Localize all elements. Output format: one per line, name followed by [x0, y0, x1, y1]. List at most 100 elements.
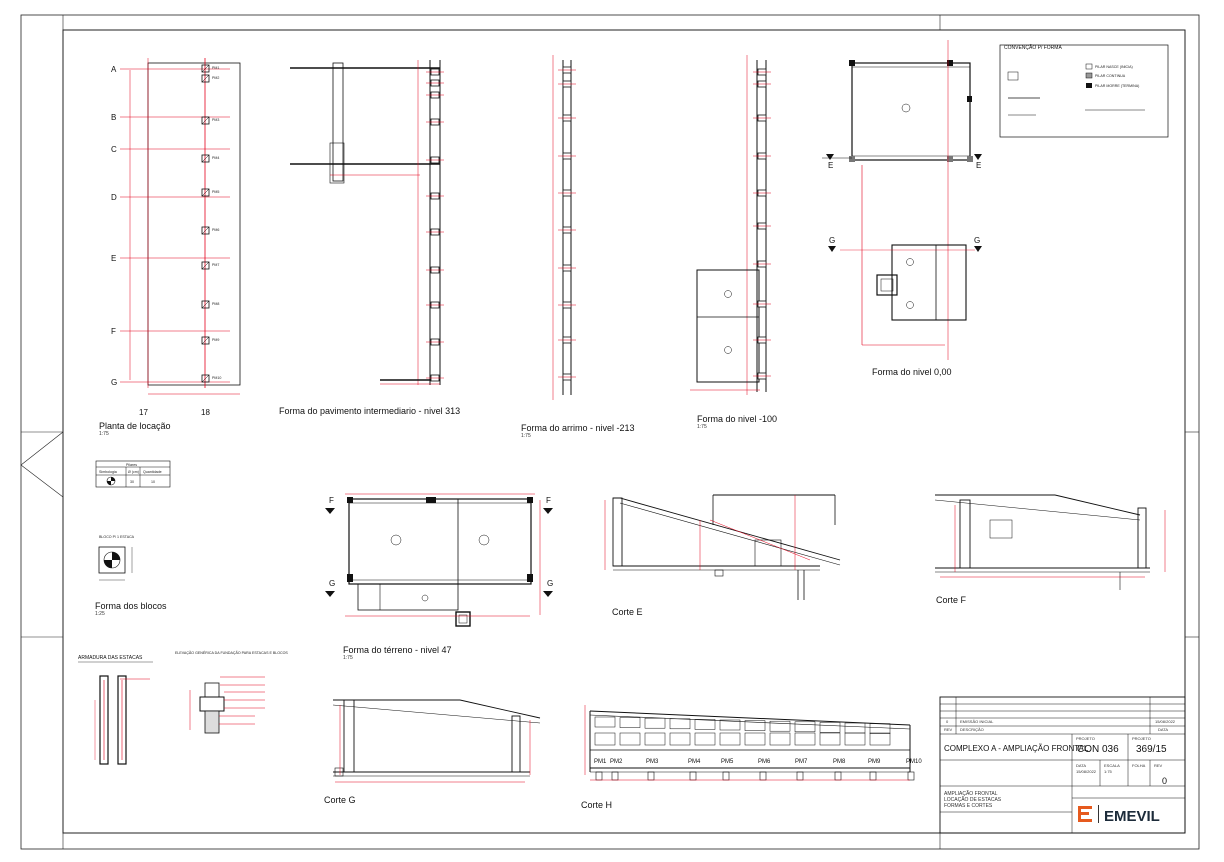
corteh-pile-label: PM5 — [721, 759, 734, 765]
armadura-title: ARMADURA DAS ESTACAS — [78, 655, 143, 661]
tb-rev-header-desc: DESCRIÇÃO — [960, 727, 984, 732]
grid-row-d: D — [111, 193, 117, 202]
section-f-right: F — [546, 496, 551, 505]
pile-label: PM9 — [212, 338, 219, 342]
corteh-pile-label: PM9 — [868, 759, 881, 765]
pillar-marker — [753, 68, 771, 76]
pillar-marker — [426, 118, 444, 126]
grid-row-c: C — [111, 145, 117, 154]
blocos-table-header: Pilares — [126, 463, 137, 467]
blocos-col-quantidade: Quantidade — [143, 470, 162, 474]
tb-project: COMPLEXO A - AMPLIAÇÃO FRONTAL — [944, 744, 1089, 753]
tb-rev: 0 — [1162, 776, 1167, 786]
pile-marker: PM1 — [201, 64, 219, 73]
blocos-val-quantidade: 10 — [151, 480, 155, 484]
section-e-left: E — [828, 161, 833, 170]
corteh-pile-label: PM6 — [758, 759, 771, 765]
tb-rev-num: 0 — [946, 719, 949, 724]
tb-date: 15/08/2022 — [1076, 769, 1097, 774]
company-name: EMEVIL — [1104, 808, 1160, 825]
nivel0-title: Forma do nivel 0,00 — [872, 367, 952, 377]
pile-label: PM7 — [212, 263, 219, 267]
corteh-pile-label: PM7 — [795, 759, 808, 765]
corteh-pile-label: PM4 — [688, 759, 701, 765]
grid-row-e: E — [111, 254, 116, 263]
pillar-marker — [558, 80, 576, 88]
corteH-title: Corte H — [581, 800, 612, 810]
arrimo-title: Forma do arrimo - nivel -213 — [521, 423, 635, 433]
emevil-logo: EMEVIL — [1078, 805, 1160, 825]
pile-label: PM6 — [212, 228, 219, 232]
elevacao-title: ELEVAÇÃO GENÉRICA DA FUNDAÇÃO PARA ESTAC… — [175, 650, 288, 655]
section-g-terreno-right: G — [547, 579, 553, 588]
inner-border — [62, 29, 1186, 834]
corteF-title: Corte F — [936, 595, 967, 605]
convencao-item-1: PILAR NASCE (INICIA) — [1095, 65, 1133, 69]
grid-row-f: F — [111, 327, 116, 336]
tb-rev-header-rev: REV — [944, 727, 953, 732]
tb-rev-label: REV — [1154, 763, 1163, 768]
pillar-marker — [753, 152, 771, 160]
bloco-label: BLOCO P/ 1 ESTACA — [99, 535, 135, 539]
pillar-marker — [753, 260, 771, 268]
tb-rev-desc: EMISSÃO INICIAL — [960, 719, 994, 724]
pile-marker: PM2 — [201, 74, 219, 83]
blocos-table: Pilares Simbologia Ø (cm) Quantidade 30 … — [95, 460, 171, 488]
forma-nivel-0: E E G G Forma do nivel 0,00 — [822, 40, 982, 377]
convencao-item-3: PILAR MORRE (TERMINA) — [1095, 84, 1139, 88]
pile-marker: PM3 — [201, 116, 219, 125]
corteE-title: Corte E — [612, 607, 643, 617]
pavimento-title: Forma do pavimento intermediario - nivel… — [279, 406, 460, 416]
tb-rev-header-date: DATA — [1158, 727, 1168, 732]
pillar-marker — [558, 226, 576, 234]
convencao-box: CONVENÇÃO P/ FORMA PILAR NASCE (INICIA) … — [999, 44, 1169, 138]
pile-marker: PM7 — [201, 261, 219, 270]
grid-col-18: 18 — [201, 408, 210, 417]
corteh-pile-label: PM2 — [610, 759, 623, 765]
pillar-marker — [426, 156, 444, 164]
tb-desc-1: AMPLIAÇÃO FRONTAL — [944, 790, 998, 797]
tb-desc-3: FORMAS E CORTES — [944, 803, 993, 809]
blocos-col-diametro: Ø (cm) — [128, 470, 139, 474]
forma-blocos: BLOCO P/ 1 ESTACA Forma dos blocos 1:25 — [95, 535, 167, 617]
pillar-marker — [558, 66, 576, 74]
tb-sheet: 369/15 — [1136, 744, 1167, 755]
pillar-marker — [753, 336, 771, 344]
corte-e: Corte E — [604, 494, 841, 617]
pillar-marker — [753, 189, 771, 197]
pillar-marker — [426, 301, 444, 309]
terreno-title: Forma do térreno - nivel 47 — [343, 645, 452, 655]
section-g-left: G — [829, 236, 835, 245]
pillar-marker — [426, 79, 444, 87]
planta-title: Planta de locação — [99, 421, 171, 431]
tb-desc-2: LOCAÇÃO DE ESTACAS — [944, 796, 1002, 803]
pillar-marker — [558, 152, 576, 160]
tb-sheet-label: PROJETO — [1132, 736, 1151, 741]
blocos-val-diametro: 30 — [130, 480, 134, 484]
pillar-marker — [558, 373, 576, 381]
pile-marker: PM5 — [201, 188, 219, 197]
corteh-pile-label: PM3 — [646, 759, 659, 765]
corte-g: Corte G — [324, 699, 541, 805]
corte-f: Corte F — [934, 494, 1166, 605]
grid-row-g: G — [111, 378, 117, 387]
corteh-pile-label: PM1 — [594, 759, 607, 765]
section-e-right: E — [976, 161, 981, 170]
convencao-item-2: PILAR CONTINUA — [1095, 74, 1126, 78]
elevacao-fundacao: ELEVAÇÃO GENÉRICA DA FUNDAÇÃO PARA ESTAC… — [175, 650, 288, 734]
pile-label: PM10 — [212, 376, 221, 380]
pile-label: PM8 — [212, 302, 219, 306]
nivel100-title: Forma do nivel -100 — [697, 414, 777, 424]
pillar-marker — [426, 192, 444, 200]
pillar-marker — [426, 228, 444, 236]
zone-ticks — [20, 15, 1199, 849]
pillar-marker — [558, 301, 576, 309]
tb-rev-date: 15/08/2022 — [1155, 719, 1176, 724]
pillar-marker — [426, 91, 444, 99]
pillar-marker — [558, 336, 576, 344]
blocos-col-simbologia: Simbologia — [99, 470, 117, 474]
section-f-left: F — [329, 496, 334, 505]
pile-label: PM1 — [212, 66, 219, 70]
